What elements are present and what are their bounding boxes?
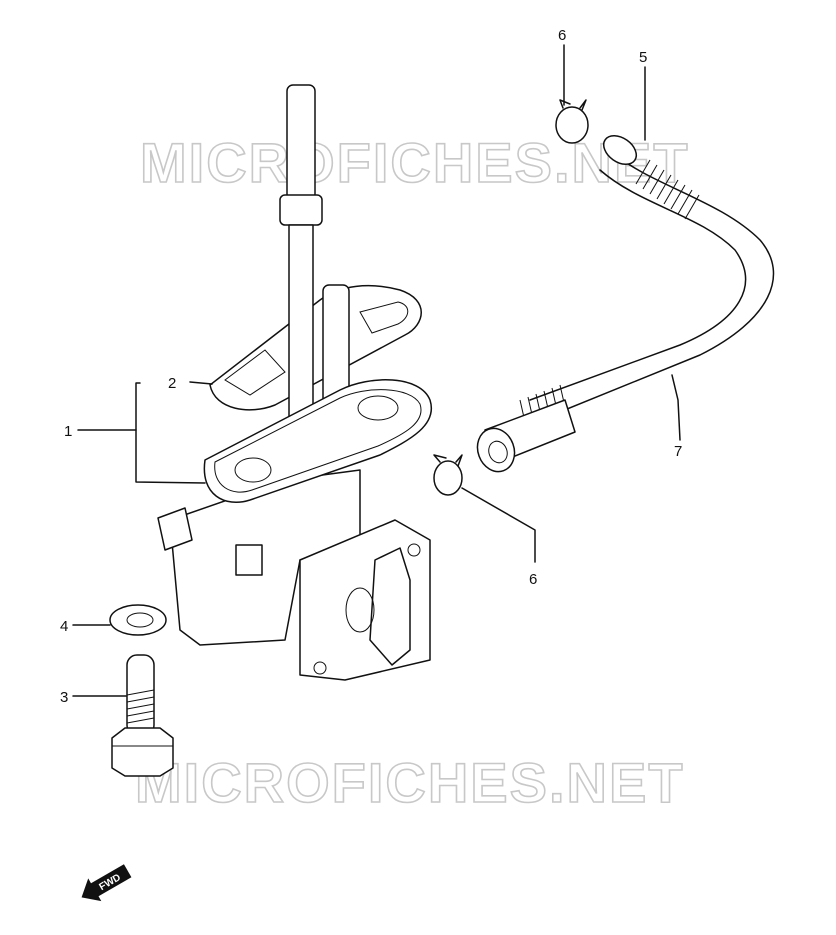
fwd-arrow-icon [81,864,132,902]
callout-4: 4 [60,618,68,635]
forward-direction-indicator: FWD [81,864,132,902]
leader-lines [72,44,681,697]
bolt-part-3 [111,654,174,777]
callout-1: 1 [64,423,72,440]
watermark-top: MICROFICHES.NET [140,131,690,194]
callout-numbers: 1 2 3 4 5 6 6 7 [60,27,682,706]
fwd-label: FWD [98,872,123,893]
fuel-hose-part-7 [476,134,775,473]
fuel-cock-assembly-part-1 [157,84,433,681]
gasket-part-2 [209,284,422,411]
callout-7: 7 [674,443,682,460]
callout-5: 5 [639,49,647,66]
watermark-bottom: MICROFICHES.NET [135,751,685,814]
callout-6-lower: 6 [529,571,537,588]
callout-3: 3 [60,689,68,706]
washer-part-4 [109,604,167,636]
callout-6-upper: 6 [558,27,566,44]
hose-clip-upper-part-6 [555,99,589,144]
callout-2: 2 [168,375,176,392]
hose-clip-lower-part-6 [433,454,463,496]
